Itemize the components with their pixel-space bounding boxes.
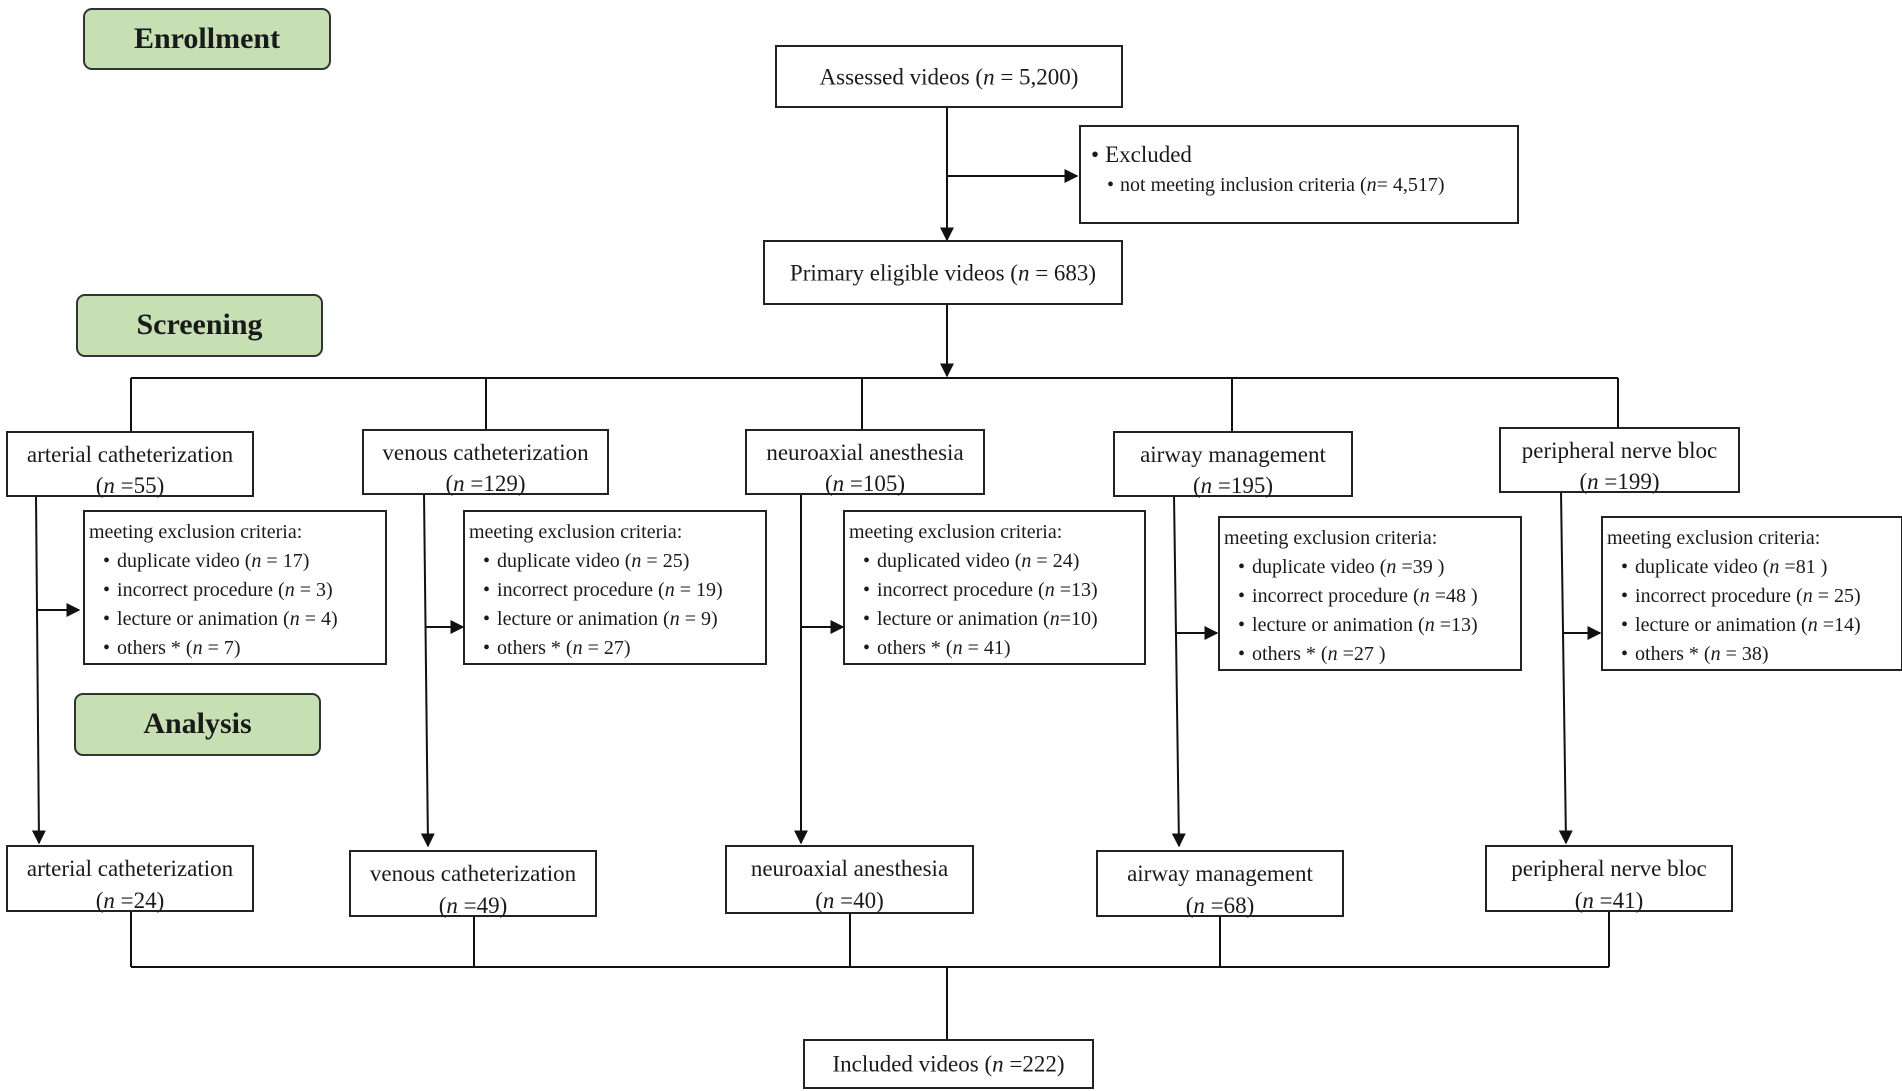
category-box-venous: venous catheterization (n =129) — [362, 429, 609, 496]
exclusion-item: others * (n = 27) — [469, 634, 765, 663]
category-count: (n =195) — [1192, 473, 1274, 498]
analysis-count: (n =41) — [1574, 888, 1644, 913]
category-name: peripheral nerve bloc — [1521, 438, 1718, 463]
arrow-venous-down — [420, 492, 435, 848]
exclusion-item: duplicate video (n =81 ) — [1607, 553, 1901, 582]
exclusion-item: incorrect procedure (n = 3) — [89, 576, 385, 605]
analysis-count: (n =49) — [438, 893, 508, 918]
category-box-arterial: arterial catheterization (n =55) — [6, 431, 254, 498]
exclusion-item: duplicate video (n = 25) — [469, 547, 765, 576]
analysis-box-neuroaxial: neuroaxial anesthesia (n =40) — [725, 845, 974, 914]
phase-enrollment: Enrollment — [83, 8, 331, 70]
exclusion-item: lecture or animation (n=10) — [849, 605, 1144, 634]
phase-screening: Screening — [76, 294, 323, 357]
analysis-count: (n =68) — [1185, 893, 1255, 918]
assessed-videos-box: Assessed videos (n = 5,200) — [775, 45, 1123, 108]
category-count: (n =55) — [95, 473, 165, 498]
exclusion-heading: meeting exclusion criteria: — [1224, 527, 1438, 549]
exclusion-item: lecture or animation (n = 9) — [469, 605, 765, 634]
exclusion-item: duplicate video (n =39 ) — [1224, 553, 1520, 582]
excluded-detail: not meeting inclusion criteria (n= 4,517… — [1091, 170, 1517, 201]
analysis-name: peripheral nerve bloc — [1511, 856, 1707, 881]
primary-eligible-label: Primary eligible videos (n = 683) — [789, 260, 1097, 285]
assessed-videos-label: Assessed videos (n = 5,200) — [819, 64, 1079, 89]
analysis-count: (n =40) — [815, 888, 884, 913]
analysis-name: venous catheterization — [369, 861, 577, 886]
exclusion-box-arterial: meeting exclusion criteria: duplicate vi… — [83, 510, 387, 665]
exclusion-item: duplicate video (n = 17) — [89, 547, 385, 576]
exclusion-heading: meeting exclusion criteria: — [1607, 527, 1821, 549]
analysis-box-nerve: peripheral nerve bloc (n =41) — [1485, 845, 1733, 913]
exclusion-item: incorrect procedure (n = 19) — [469, 576, 765, 605]
exclusion-item: others * (n =27 ) — [1224, 640, 1520, 669]
exclusion-heading: meeting exclusion criteria: — [469, 521, 683, 543]
category-count: (n =129) — [445, 471, 526, 496]
arrow-airway-down — [1171, 494, 1186, 848]
category-name: neuroaxial anesthesia — [766, 440, 964, 465]
excluded-box: Excluded not meeting inclusion criteria … — [1079, 125, 1519, 224]
analysis-box-venous: venous catheterization (n =49) — [349, 850, 597, 918]
category-box-nerve: peripheral nerve bloc (n =199) — [1499, 427, 1740, 494]
exclusion-item: duplicated video (n = 24) — [849, 547, 1144, 576]
included-videos-label: Included videos (n =222) — [832, 1051, 1065, 1077]
exclusion-item: lecture or animation (n =14) — [1607, 611, 1901, 640]
exclusion-box-airway: meeting exclusion criteria: duplicate vi… — [1218, 516, 1522, 671]
arrow-arterial-down — [31, 494, 46, 845]
analysis-box-arterial: arterial catheterization (n =24) — [6, 845, 254, 913]
primary-eligible-box: Primary eligible videos (n = 683) — [763, 240, 1123, 305]
analysis-name: neuroaxial anesthesia — [750, 856, 949, 881]
category-count: (n =105) — [824, 471, 906, 496]
exclusion-item: others * (n = 7) — [89, 634, 385, 663]
exclusion-box-venous: meeting exclusion criteria: duplicate vi… — [463, 510, 767, 665]
category-name: arterial catheterization — [26, 442, 234, 467]
exclusion-box-neuroaxial: meeting exclusion criteria: duplicated v… — [843, 510, 1146, 665]
exclusion-heading: meeting exclusion criteria: — [89, 521, 303, 543]
exclusion-item: incorrect procedure (n =48 ) — [1224, 582, 1520, 611]
included-videos-box: Included videos (n =222) — [803, 1039, 1094, 1089]
exclusion-item: lecture or animation (n =13) — [1224, 611, 1520, 640]
category-box-neuroaxial: neuroaxial anesthesia (n =105) — [745, 429, 985, 496]
category-box-airway: airway management (n =195) — [1113, 431, 1353, 498]
analysis-name: arterial catheterization — [26, 856, 234, 881]
exclusion-item: incorrect procedure (n = 25) — [1607, 582, 1901, 611]
category-name: venous catheterization — [382, 440, 589, 465]
exclusion-item: lecture or animation (n = 4) — [89, 605, 385, 634]
arrow-nerve-down — [1558, 490, 1573, 845]
analysis-box-airway: airway management (n =68) — [1096, 850, 1344, 918]
analysis-name: airway management — [1127, 861, 1313, 886]
phase-analysis: Analysis — [74, 693, 321, 756]
analysis-count: (n =24) — [95, 888, 165, 913]
exclusion-box-nerve: meeting exclusion criteria: duplicate vi… — [1601, 516, 1902, 671]
exclusion-item: others * (n = 41) — [849, 634, 1144, 663]
category-count: (n =199) — [1579, 469, 1660, 494]
exclusion-item: incorrect procedure (n =13) — [849, 576, 1144, 605]
category-name: airway management — [1140, 442, 1326, 467]
exclusion-heading: meeting exclusion criteria: — [849, 521, 1063, 543]
exclusion-item: others * (n = 38) — [1607, 640, 1901, 669]
excluded-title: Excluded — [1091, 139, 1517, 170]
